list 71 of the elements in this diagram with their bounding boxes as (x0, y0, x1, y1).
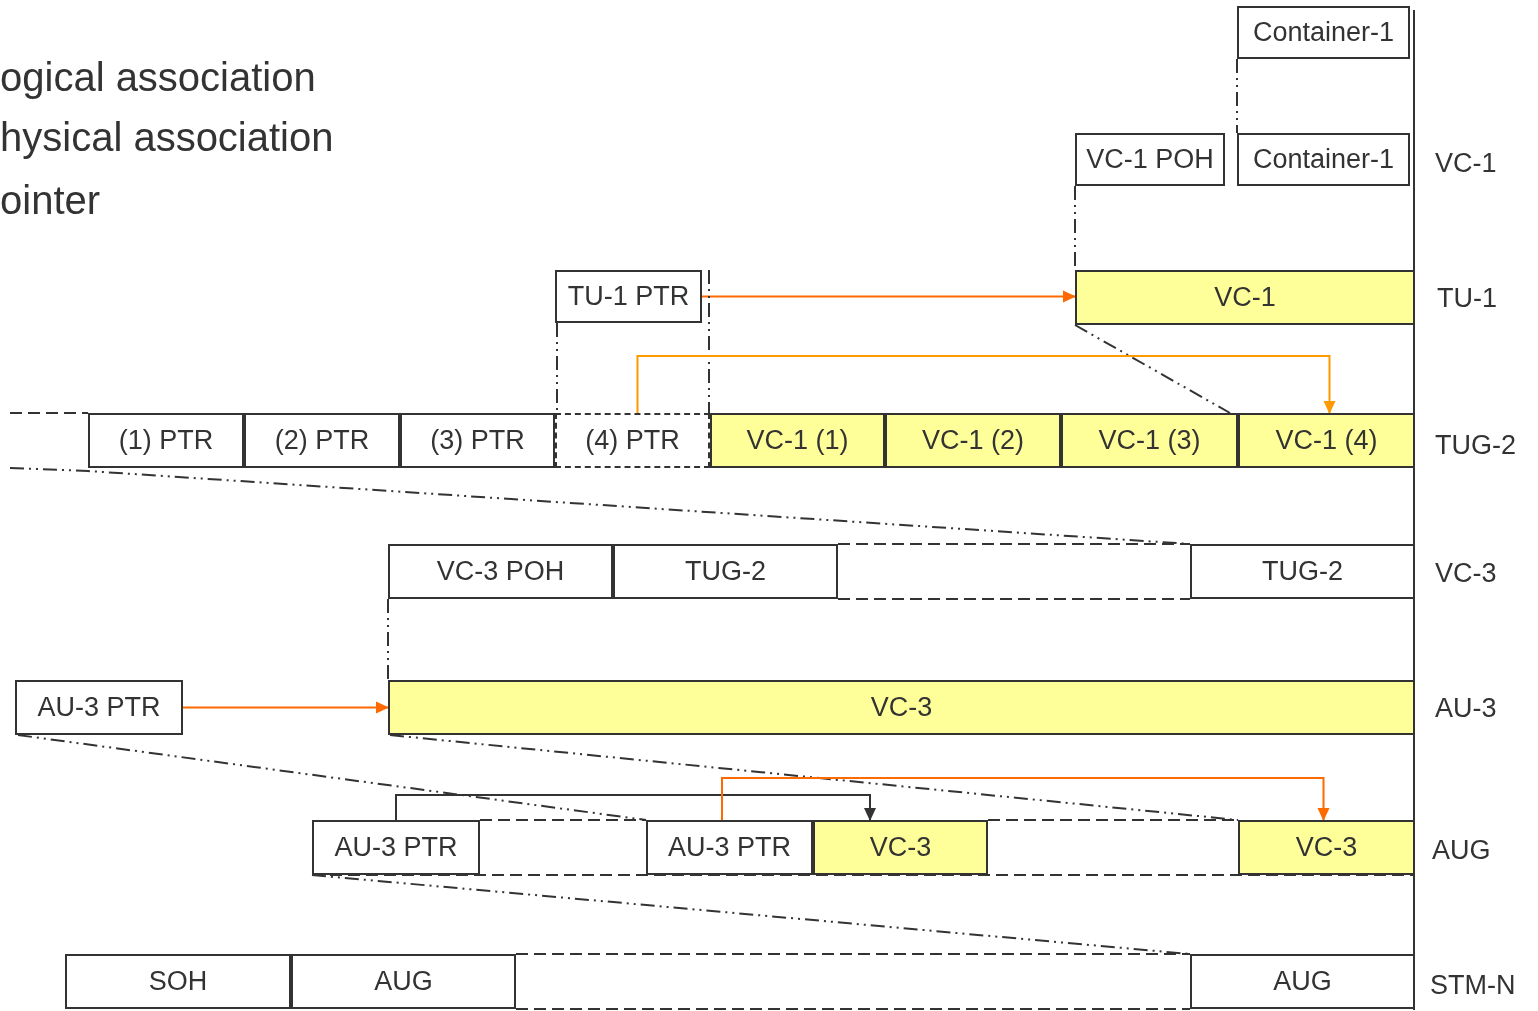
box-label: (2) PTR (274, 425, 370, 456)
frame-field-box (244, 413, 400, 468)
frame-field-box (1075, 133, 1225, 186)
row-label: VC-1 (1435, 150, 1497, 177)
box-label: VC-3 POH (436, 556, 565, 587)
virtual-container-box (710, 413, 885, 468)
box-label: AUG (374, 966, 433, 997)
row-label: AUG (1432, 837, 1491, 864)
frame-field-box (613, 544, 838, 599)
box-label: (1) PTR (118, 425, 214, 456)
mapping-line (17, 734, 647, 821)
box-label: Container-1 (1252, 144, 1395, 175)
row-label: TU-1 (1437, 285, 1497, 312)
row-label: STM-N (1430, 972, 1516, 999)
mapping-line (1236, 58, 1238, 134)
frame-field-box (312, 820, 480, 875)
mapping-line (389, 734, 1239, 821)
mapping-line (556, 269, 710, 414)
box-label: TUG-2 (685, 556, 766, 587)
pointer-arrow (721, 777, 1330, 821)
pointer-arrow (395, 794, 876, 821)
frame-field-box (88, 413, 244, 468)
row-label: VC-3 (1435, 560, 1497, 587)
box-label: VC-3 (870, 692, 933, 723)
box-label: SOH (148, 966, 208, 997)
box-label: VC-1 POH (1086, 144, 1214, 175)
frame-field-box (291, 954, 516, 1009)
virtual-container-box (1238, 413, 1415, 468)
frame-field-box (388, 544, 613, 599)
pointer-arrow (701, 290, 1076, 303)
frame-field-box (1237, 133, 1410, 186)
frame-field-box (555, 413, 710, 468)
frame-field-box (646, 820, 813, 875)
frame-field-box (555, 270, 702, 323)
box-label: VC-1 (1214, 282, 1276, 313)
frame-field-box (1190, 954, 1415, 1009)
virtual-container-box (885, 413, 1061, 468)
row-label: TUG-2 (1435, 432, 1516, 459)
box-label: VC-1 (3) (1098, 425, 1201, 456)
virtual-container-box (388, 680, 1415, 735)
box-label: VC-3 (1295, 832, 1358, 863)
pointer-arrow (182, 701, 389, 714)
pointer-arrow (636, 355, 1336, 414)
mapping-line (387, 598, 389, 681)
virtual-container-box (813, 820, 988, 875)
legend-text: hysical association (0, 117, 334, 157)
frame-field-box (65, 954, 291, 1009)
box-label: TU-1 PTR (567, 281, 690, 312)
frame-field-box (15, 680, 183, 735)
row-label: AU-3 (1435, 695, 1497, 722)
box-label: VC-1 (4) (1275, 425, 1378, 456)
box-label: VC-3 (869, 832, 932, 863)
virtual-container-box (1061, 413, 1238, 468)
box-label: VC-1 (2) (922, 425, 1024, 456)
box-label: (4) PTR (585, 425, 680, 456)
box-label: Container-1 (1252, 17, 1395, 48)
frame-field-box (400, 413, 555, 468)
virtual-container-box (1238, 820, 1415, 875)
frame-field-box (1237, 6, 1410, 59)
box-label: VC-1 (1) (746, 425, 849, 456)
box-label: TUG-2 (1262, 556, 1343, 587)
legend-text: ointer (0, 180, 101, 220)
box-label: (3) PTR (430, 425, 525, 456)
frame-field-box (1190, 544, 1415, 599)
box-label: AU-3 PTR (334, 832, 458, 863)
box-label: AUG (1273, 966, 1332, 997)
box-label: AU-3 PTR (37, 692, 161, 723)
box-label: AU-3 PTR (668, 832, 791, 863)
mapping-line (1074, 324, 1231, 414)
legend-text: ogical association (0, 57, 316, 97)
virtual-container-box (1075, 270, 1415, 325)
